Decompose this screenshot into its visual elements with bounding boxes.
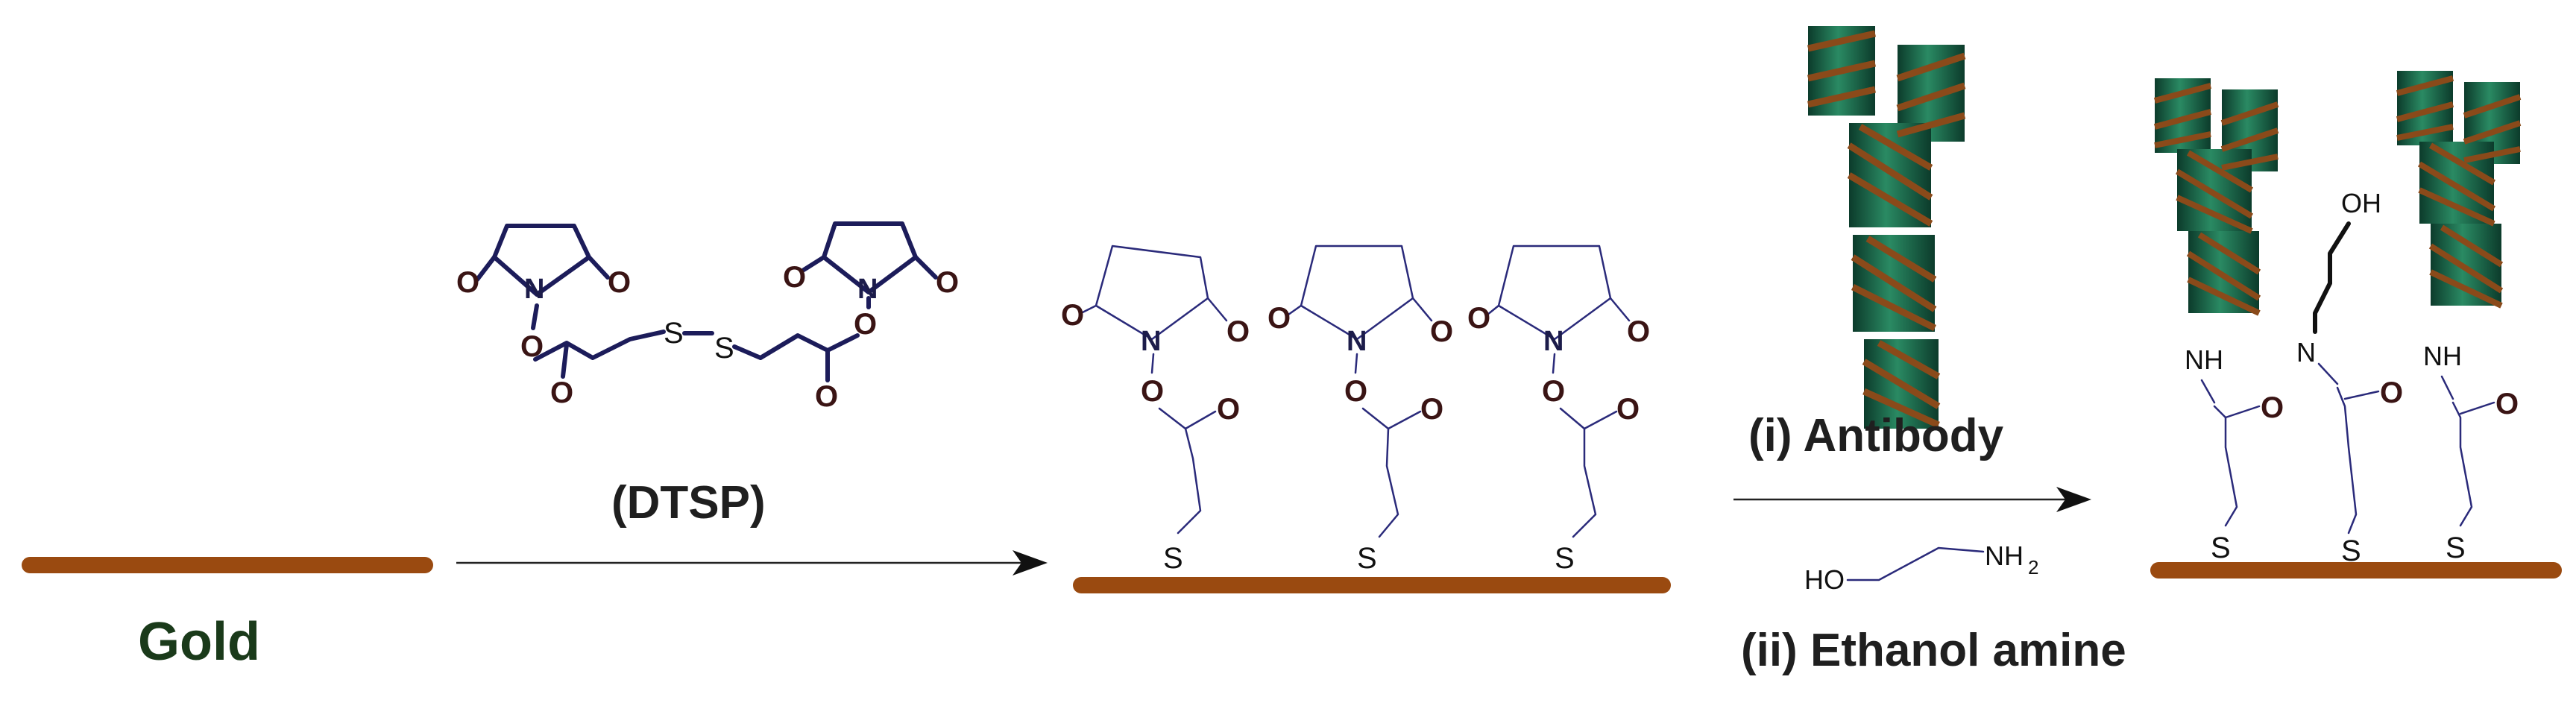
svg-text:N: N: [1347, 326, 1367, 357]
svg-text:O: O: [1267, 302, 1291, 335]
svg-text:O: O: [854, 308, 877, 341]
svg-text:O: O: [1141, 375, 1164, 408]
svg-text:OH: OH: [2341, 188, 2381, 218]
svg-text:O: O: [1627, 315, 1650, 348]
svg-text:S: S: [2446, 532, 2466, 564]
svg-text:NH: NH: [2185, 344, 2223, 375]
svg-text:NH: NH: [1985, 540, 2024, 571]
svg-text:S: S: [714, 332, 734, 365]
svg-text:S: S: [2341, 535, 2361, 567]
svg-text:O: O: [1467, 302, 1490, 335]
antibody-reagent: [1808, 26, 1965, 429]
sam-unit-2: O O N O O S: [1267, 245, 1453, 575]
svg-text:O: O: [1226, 315, 1250, 348]
ethanolamine-capped-linker: OH N NH O S: [2296, 188, 2403, 567]
sam-unit-1: O O N O O S: [1061, 245, 1250, 575]
linker-1: NH O S: [2185, 344, 2284, 564]
arrow-1-head: [1013, 550, 1048, 576]
arrow-2-head: [2056, 487, 2091, 512]
svg-text:2: 2: [2028, 556, 2038, 579]
ethanolamine-molecule: HO NH 2: [1804, 540, 2038, 595]
svg-text:O: O: [1616, 393, 1640, 426]
svg-text:O: O: [1344, 375, 1367, 408]
step-antibody-label: (i) Antibody: [1748, 410, 2004, 461]
svg-text:S: S: [664, 317, 684, 350]
svg-text:N: N: [2296, 337, 2316, 368]
svg-text:O: O: [936, 266, 959, 299]
svg-text:S: S: [1163, 542, 1183, 575]
linker-2: NH O S: [2423, 341, 2519, 564]
svg-text:O: O: [1217, 393, 1240, 426]
svg-text:S: S: [2211, 532, 2231, 564]
svg-text:S: S: [1555, 542, 1575, 575]
svg-text:O: O: [1430, 315, 1453, 348]
svg-text:N: N: [1141, 326, 1161, 357]
svg-text:O: O: [1542, 375, 1565, 408]
dtsp-molecule: O O N O O S S O O O O N: [456, 221, 959, 413]
step-ethanolamine-label: (ii) Ethanol amine: [1741, 625, 2126, 676]
svg-text:NH: NH: [2423, 341, 2462, 371]
svg-text:O: O: [1420, 393, 1443, 426]
svg-text:HO: HO: [1804, 564, 1845, 595]
svg-text:O: O: [2261, 391, 2284, 424]
svg-text:O: O: [783, 261, 806, 294]
dtsp-label: (DTSP): [611, 477, 766, 529]
antibody-bound-2: [2397, 71, 2520, 306]
svg-text:O: O: [608, 266, 631, 299]
svg-text:O: O: [2380, 376, 2403, 409]
svg-text:N: N: [524, 274, 544, 305]
gold-label: Gold: [138, 612, 260, 672]
antibody-bound-1: [2155, 78, 2278, 313]
svg-text:O: O: [2495, 388, 2519, 420]
svg-text:O: O: [456, 266, 479, 299]
svg-text:N: N: [1543, 326, 1563, 357]
svg-text:N: N: [857, 274, 878, 305]
sam-unit-3: O O N O O S: [1467, 245, 1650, 575]
svg-text:O: O: [1061, 299, 1084, 332]
svg-text:S: S: [1357, 542, 1377, 575]
svg-text:O: O: [815, 380, 838, 413]
svg-text:O: O: [550, 376, 573, 409]
